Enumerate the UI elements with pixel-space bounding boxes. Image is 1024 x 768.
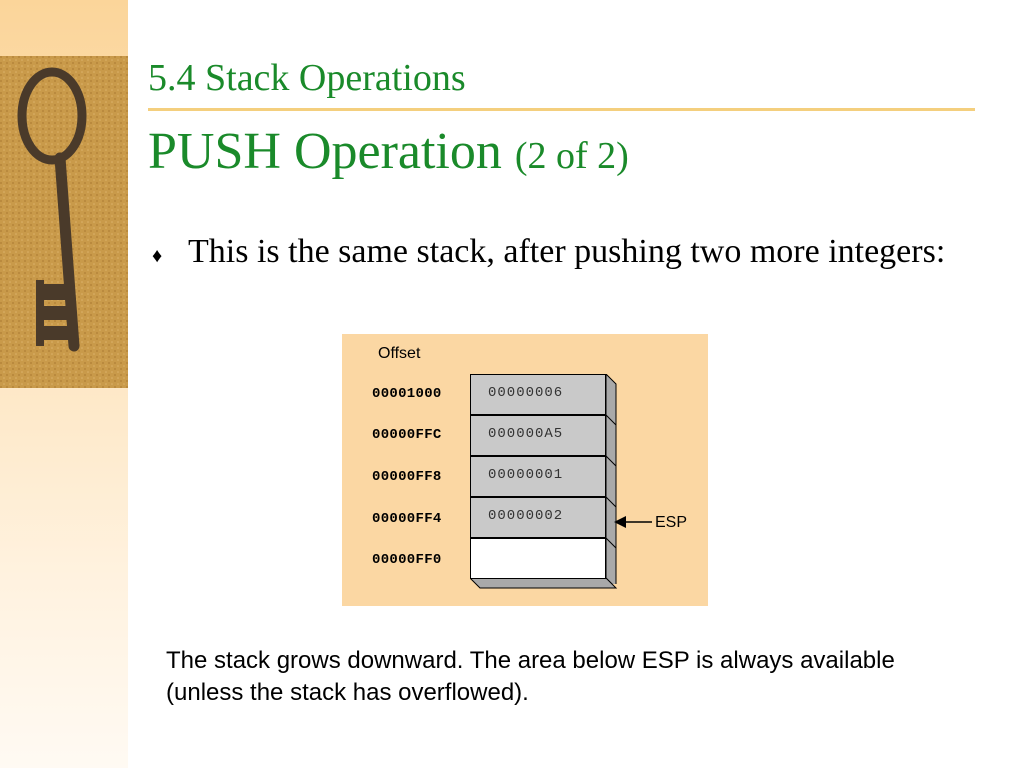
slide-title-part: (2 of 2) <box>514 135 629 177</box>
offset-header: Offset <box>378 345 421 362</box>
slide-subtitle: 5.4 Stack Operations <box>148 57 466 99</box>
diamond-bullet-icon: ♦ <box>152 245 163 267</box>
slide-title: PUSH Operation (2 of 2) <box>148 121 629 187</box>
esp-label: ESP <box>655 514 688 531</box>
stack-side-face <box>606 374 617 584</box>
stack-cell: 00000002 <box>470 497 606 538</box>
header-rule <box>148 108 975 111</box>
offset-label: 00000FF4 <box>372 511 442 527</box>
key-photo <box>0 56 128 388</box>
stack-cell: 00000001 <box>470 456 606 497</box>
slide-title-main: PUSH Operation <box>148 123 502 180</box>
offset-label: 00000FFC <box>372 427 442 443</box>
bullet-text: This is the same stack, after pushing tw… <box>188 233 946 270</box>
offset-label: 00001000 <box>372 386 442 402</box>
stack-cell-empty <box>470 538 606 579</box>
stack-cell: 00000006 <box>470 374 606 415</box>
stack-diagram: Offset 00001000 00000FFC 00000FF8 00000F… <box>342 334 708 606</box>
bullet-point: ♦ This is the same stack, after pushing … <box>152 232 952 272</box>
stack-bottom-face <box>470 578 618 589</box>
esp-arrow-icon <box>614 516 652 528</box>
stack-cell: 000000A5 <box>470 415 606 456</box>
offset-label: 00000FF8 <box>372 469 442 485</box>
offset-label: 00000FF0 <box>372 552 442 568</box>
caption-text: The stack grows downward. The area below… <box>166 647 895 706</box>
